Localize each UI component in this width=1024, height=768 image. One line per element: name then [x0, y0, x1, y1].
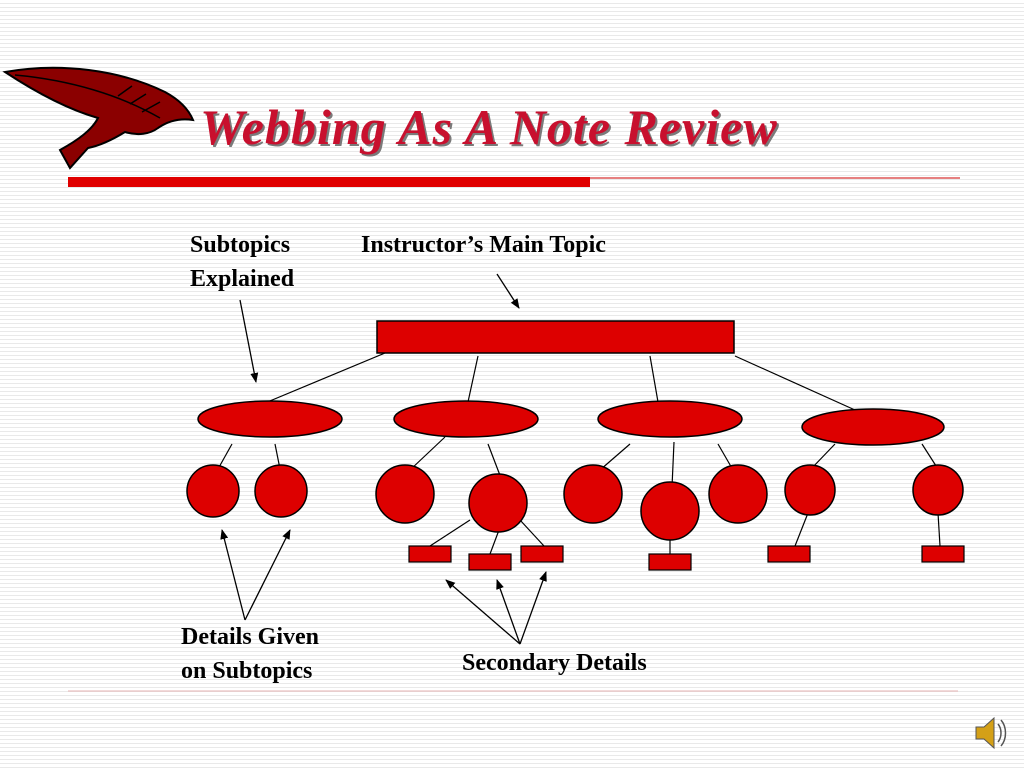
detail-circle: [186, 464, 240, 518]
secondary-box: [468, 553, 512, 571]
main-topic-box: [376, 320, 735, 354]
arrow-secondary-mid: [496, 579, 521, 645]
secondary-box: [921, 545, 965, 563]
detail-circle: [640, 481, 700, 541]
title-rule-thick: [68, 177, 590, 187]
subtopic-ellipse: [197, 400, 343, 438]
arrow-secondary-left: [445, 579, 521, 645]
main-topic-label: Instructor’s Main Topic: [361, 232, 606, 258]
details-label: Details Given on Subtopics: [181, 620, 319, 688]
subtopic-ellipse: [801, 408, 945, 446]
secondary-box: [408, 545, 452, 563]
subtopics-explained-label: Subtopics Explained: [190, 228, 294, 296]
secondary-box: [767, 545, 811, 563]
slide-title: Webbing As A Note Review: [200, 99, 778, 155]
arrow-details-right: [244, 529, 291, 621]
subtopics-label-line1: Subtopics: [190, 232, 291, 258]
detail-circle: [784, 464, 836, 516]
detail-circle: [375, 464, 435, 524]
detail-circle: [468, 473, 528, 533]
detail-circle: [912, 464, 964, 516]
feather-quill-icon: [2, 66, 195, 170]
secondary-details-label: Secondary Details: [462, 650, 647, 676]
arrow-main-topic: [496, 273, 520, 309]
details-label-line1: Details Given: [181, 624, 319, 650]
detail-circle: [708, 464, 768, 524]
annotation-arrows: [220, 273, 547, 645]
secondary-box: [520, 545, 564, 563]
arrow-subtopics: [239, 299, 259, 383]
detail-circle: [563, 464, 623, 524]
subtopics-label-line2: Explained: [190, 266, 295, 292]
subtopic-ellipse: [597, 400, 743, 438]
connectors: [217, 352, 941, 555]
arrow-details-left: [220, 529, 246, 621]
arrow-secondary-right: [519, 571, 547, 645]
subtopic-ellipse: [393, 400, 539, 438]
secondary-box: [648, 553, 692, 571]
speaker-icon[interactable]: [975, 716, 1007, 750]
details-label-line2: on Subtopics: [181, 658, 313, 684]
detail-circle: [254, 464, 308, 518]
